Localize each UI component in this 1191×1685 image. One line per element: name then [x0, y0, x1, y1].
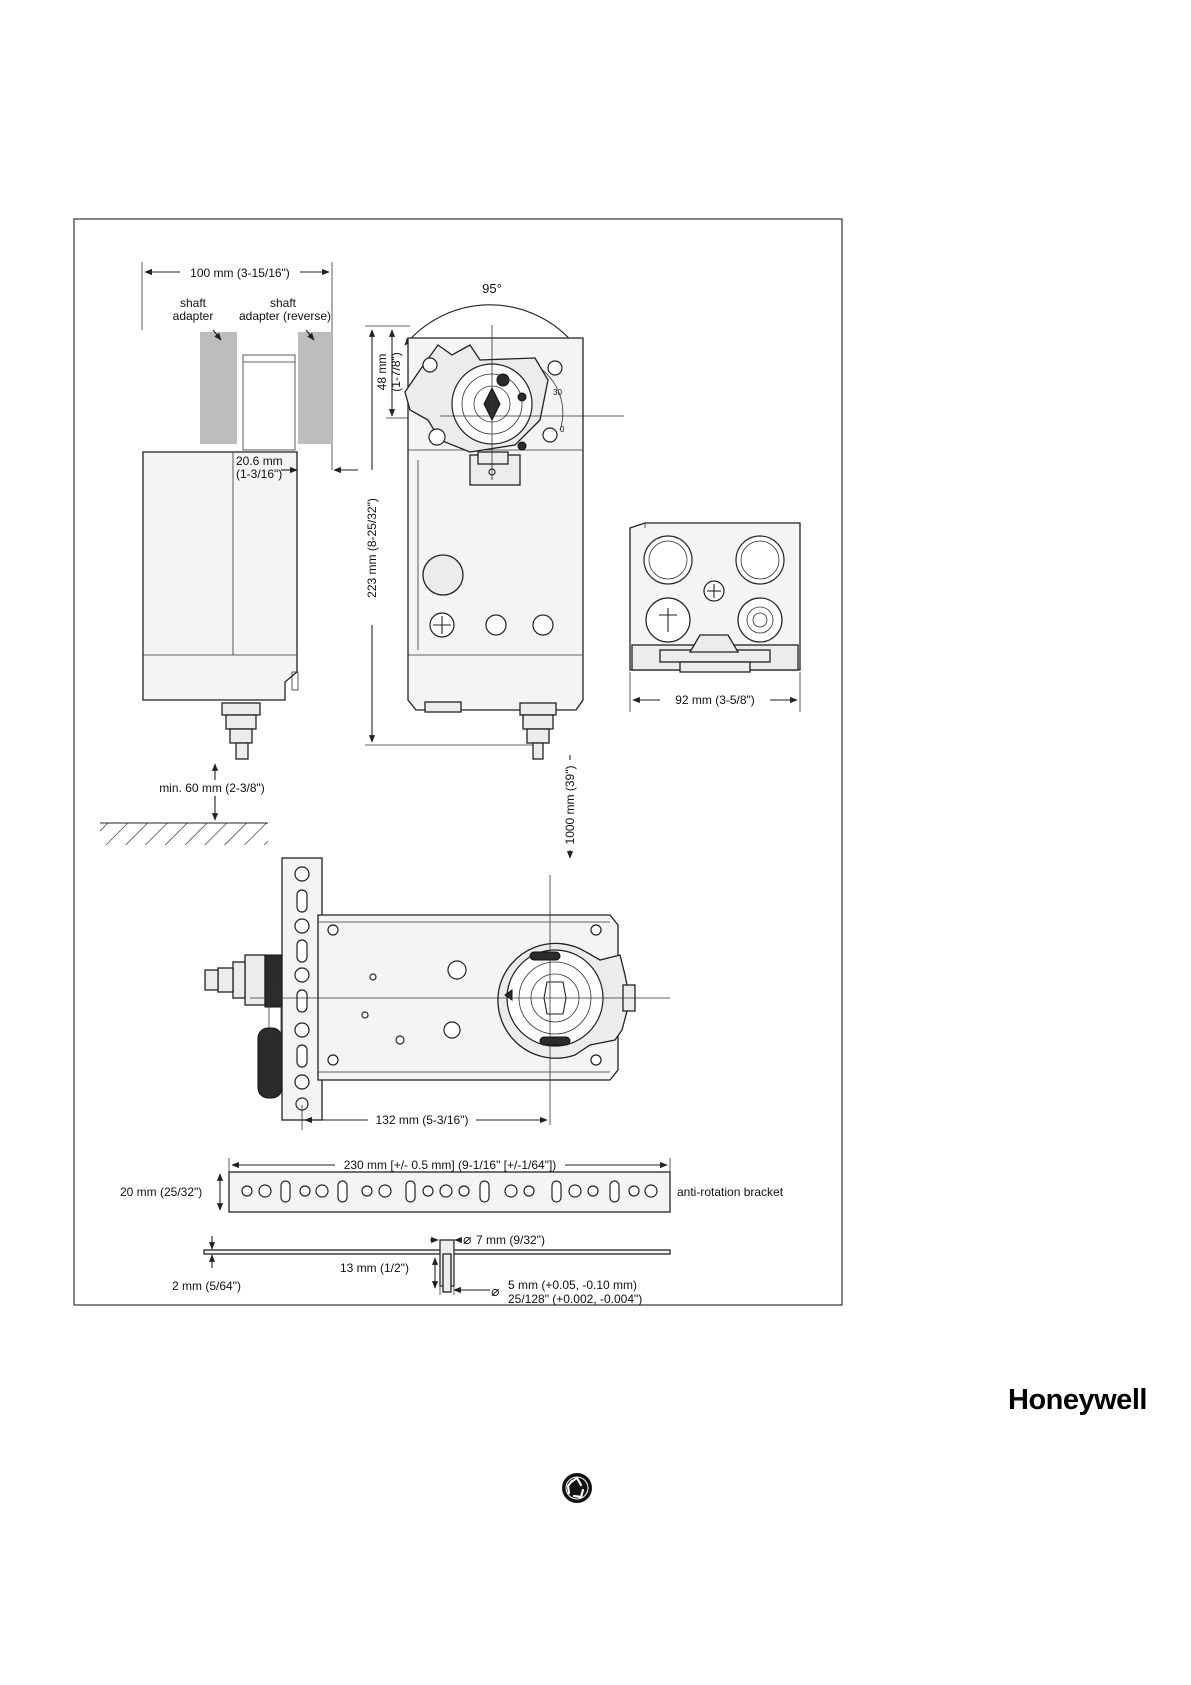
shaft-adapter-label-1: shaft: [180, 296, 207, 310]
mounting-surface-hatch: [100, 823, 268, 845]
dim-92mm: 92 mm (3-5/8"): [675, 693, 755, 707]
honeywell-logo: Honeywell: [1008, 1384, 1147, 1416]
front-view: 223 mm (8-25/32") 48 mm (1-7/8") 95° 60 …: [364, 281, 624, 859]
dim-min-60mm: min. 60 mm (2-3/8"): [159, 781, 265, 795]
bracket-label: anti-rotation bracket: [677, 1185, 784, 1199]
diameter-symbol-7: ⌀: [463, 1231, 472, 1247]
side-view: 100 mm (3-15/16") shaft adapter shaft ad…: [100, 262, 358, 845]
drawing-frame: [73, 218, 843, 1306]
shaft-adapter-reverse: [298, 332, 332, 444]
dim-48mm-b: (1-7/8"): [389, 352, 403, 392]
dim-7mm: 7 mm (9/32"): [476, 1233, 545, 1247]
dim-100mm: 100 mm (3-15/16"): [190, 266, 290, 280]
dim-20mm: 20 mm (25/32"): [120, 1185, 202, 1199]
anti-rotation-bracket: 230 mm [+/- 0.5 mm] (9-1/16" [+/-1/64"])…: [120, 1157, 784, 1306]
scale-0: 0: [560, 425, 565, 434]
dim-48mm-a: 48 mm: [375, 354, 389, 391]
dim-cable-1000mm: 1000 mm (39"): [563, 766, 577, 845]
shaft-adapter-reverse-label-2: adapter (reverse): [239, 309, 331, 323]
shaft-adapter-reverse-label-1: shaft: [270, 296, 297, 310]
dim-20-6mm-b: (1-3/16"): [236, 467, 282, 481]
scale-30: 30: [553, 388, 562, 397]
dim-2mm: 2 mm (5/64"): [172, 1279, 241, 1293]
dim-132mm: 132 mm (5-3/16"): [376, 1113, 469, 1127]
bottom-view: 92 mm (3-5/8"): [629, 522, 801, 712]
recycle-icon: [562, 1473, 592, 1503]
top-view: 132 mm (5-3/16"): [204, 857, 670, 1130]
dim-13mm: 13 mm (1/2"): [340, 1261, 409, 1275]
dim-5mm-b: 25/128" (+0.002, -0.004"): [508, 1292, 642, 1306]
dim-20-6mm-a: 20.6 mm: [236, 454, 283, 468]
dim-223mm: 223 mm (8-25/32"): [365, 498, 379, 598]
diameter-symbol-5: ⌀: [491, 1283, 500, 1299]
shaft-adapter: [200, 332, 237, 444]
shaft-adapter-label-2: adapter: [173, 309, 214, 323]
dim-5mm-a: 5 mm (+0.05, -0.10 mm): [508, 1278, 637, 1292]
dim-230mm: 230 mm [+/- 0.5 mm] (9-1/16" [+/-1/64"]): [344, 1158, 557, 1172]
angle-95: 95°: [482, 281, 502, 296]
